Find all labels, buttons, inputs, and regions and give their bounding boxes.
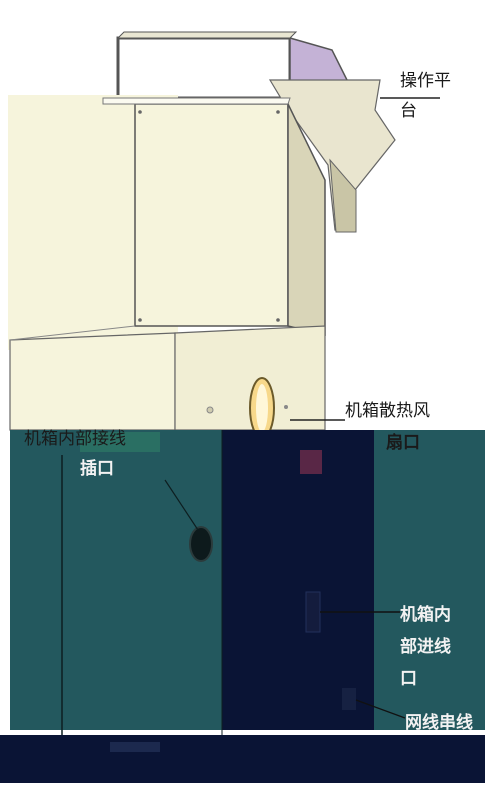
chassis-base	[0, 735, 485, 783]
cable-socket	[189, 526, 213, 562]
upper-box	[102, 97, 326, 336]
chassis-lower	[10, 430, 485, 735]
label-operation-platform-line1: 操作平	[400, 71, 451, 91]
label-inlet-line2: 部进线	[400, 637, 451, 657]
label-chassis-fan-line1: 机箱散热风	[345, 401, 430, 421]
label-chassis-fan-line2: 扇口	[386, 433, 420, 453]
label-inlet-line1: 机箱内	[400, 605, 451, 625]
label-operation-platform-line2: 台	[400, 101, 417, 121]
label-inlet-line3: 口	[400, 669, 417, 689]
label-inner-cable-line1: 机箱内部接线	[24, 429, 126, 449]
operation-platform	[268, 79, 440, 233]
label-inner-cable-line2: 插口	[80, 459, 114, 479]
label-network-cable: 网线串线	[405, 713, 473, 733]
chassis-upper	[9, 325, 345, 439]
